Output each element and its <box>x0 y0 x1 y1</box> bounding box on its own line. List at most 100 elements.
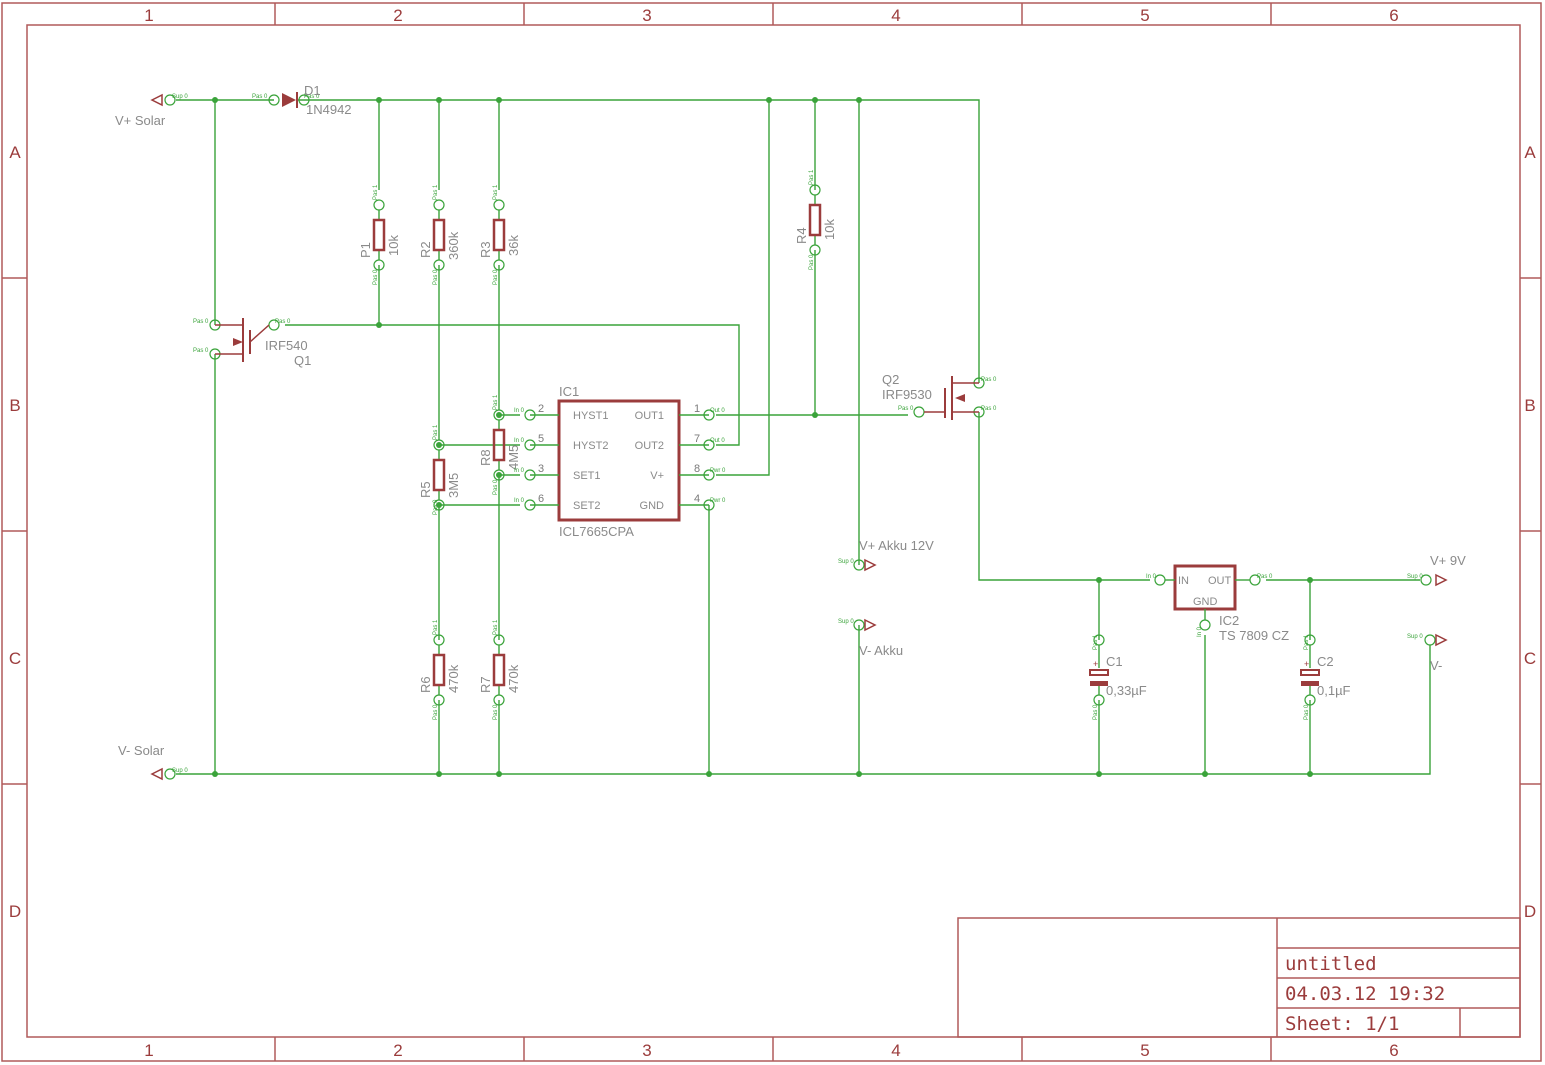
row-label-b-right: B <box>1524 396 1535 415</box>
ic1-pin-label-set1: SET1 <box>573 470 601 482</box>
supply-v-minus-akku: Sup 0 V- Akku <box>838 618 903 658</box>
net-label-v-plus-akku: V+ Akku 12V <box>859 538 934 553</box>
pin-tag: In 0 <box>1197 626 1203 637</box>
resistor-r3: R3 36k <box>478 199 521 271</box>
pin-tag: Pas 0 <box>981 377 997 383</box>
part-value-p1: 10k <box>386 235 401 256</box>
pin-tag: Pas 0 <box>193 319 209 325</box>
pin-tag: Pas 1 <box>493 394 499 410</box>
pin-tag: Pas 0 <box>898 406 914 412</box>
part-value-q1: IRF540 <box>265 338 308 353</box>
part-name-r6: R6 <box>418 676 433 693</box>
part-value-r7: 470k <box>506 664 521 693</box>
part-name-ic2: IC2 <box>1219 613 1239 628</box>
pin-tag: Pas 0 <box>1304 704 1310 720</box>
row-label-a-right: A <box>1524 143 1536 162</box>
ic1-pin-number-2: 2 <box>538 403 544 415</box>
pin-tag: Pas 0 <box>193 348 209 354</box>
pin-tag: Pwr 0 <box>710 468 726 474</box>
svg-text:+: + <box>1093 659 1098 669</box>
resistor-r8: R8 4M5 <box>478 409 521 481</box>
part-name-c1: C1 <box>1106 654 1123 669</box>
part-name-r3: R3 <box>478 241 493 258</box>
supply-v-plus-solar: Sup 0 V+ Solar <box>115 93 188 128</box>
ic1-pin-number-8: 8 <box>694 463 700 475</box>
wires <box>176 99 1431 775</box>
part-value-ic2: TS 7809 CZ <box>1219 628 1289 643</box>
pin-tag: Pas 0 <box>493 479 499 495</box>
pin-tag: Pas 0 <box>373 269 379 285</box>
part-value-c1: 0,33µF <box>1106 683 1147 698</box>
part-name-r8: R8 <box>478 449 493 466</box>
part-value-q2: IRF9530 <box>882 387 932 402</box>
ic1-icl7665: IC1 ICL7665CPA HYST1 HYST2 SET1 SET2 2 5… <box>514 384 726 539</box>
capacitor-c2: + C2 0,1µF <box>1300 634 1351 706</box>
ic1-pin-number-4: 4 <box>694 493 700 505</box>
ic2-pin-label-out: OUT <box>1208 575 1232 587</box>
ic1-pin-label-hyst1: HYST1 <box>573 410 608 422</box>
net-label-v-minus: V- <box>1430 658 1442 673</box>
part-name-r2: R2 <box>418 241 433 258</box>
ic1-pin-number-7: 7 <box>694 433 700 445</box>
column-label-5-bottom: 5 <box>1140 1041 1149 1060</box>
pin-tag: Pas 0 <box>304 94 320 100</box>
pin-tag: Pas 1 <box>433 424 439 440</box>
resistor-r2: R2 360k <box>418 199 461 271</box>
part-value-r5: 3M5 <box>446 473 461 498</box>
part-value-c2: 0,1µF <box>1317 683 1351 698</box>
diode-d1: Pas 0 Pas 0 D1 1N4942 <box>252 83 352 117</box>
pin-tag: Pas 0 <box>275 319 291 325</box>
title-block-name: untitled <box>1285 953 1377 975</box>
mosfet-q1: Pas 0 Pas 0 Pas 0 IRF540 Q1 <box>193 318 311 368</box>
column-label-2-bottom: 2 <box>393 1041 402 1060</box>
pin-tag: Pas 1 <box>809 169 815 185</box>
ic1-pin-number-1: 1 <box>694 403 700 415</box>
pin-tag: Pas 1 <box>1093 634 1099 650</box>
ic1-pin-number-5: 5 <box>538 433 544 445</box>
part-name-d1: D1 <box>304 83 321 98</box>
capacitor-c1: + C1 0,33µF <box>1089 634 1147 706</box>
part-name-q1: Q1 <box>294 353 311 368</box>
title-block-sheet: Sheet: 1/1 <box>1285 1013 1399 1035</box>
part-value-r3: 36k <box>506 235 521 256</box>
pin-tag: Sup 0 <box>1407 634 1423 640</box>
column-label-6-bottom: 6 <box>1389 1041 1398 1060</box>
pin-tag: Pas 1 <box>1304 634 1310 650</box>
net-label-v-minus-solar: V- Solar <box>118 743 165 758</box>
column-label-4-bottom: 4 <box>891 1041 900 1060</box>
pin-tag: Sup 0 <box>1407 574 1423 580</box>
part-value-r8: 4M5 <box>506 445 521 470</box>
pin-tag: Out 0 <box>710 438 725 444</box>
pin-tag: Pas 0 <box>252 94 268 100</box>
column-label-3-bottom: 3 <box>642 1041 651 1060</box>
pin-tag: Pas 1 <box>493 184 499 200</box>
ic1-pin-number-6: 6 <box>538 493 544 505</box>
part-name-c2: C2 <box>1317 654 1334 669</box>
row-label-a-left: A <box>9 143 21 162</box>
pin-tag: Pas 0 <box>809 254 815 270</box>
mosfet-q2: Pas 0 Pas 0 Pas 0 Q2 IRF9530 <box>882 372 997 420</box>
part-value-d1: 1N4942 <box>306 102 352 117</box>
column-label-6-top: 6 <box>1389 6 1398 25</box>
part-name-r7: R7 <box>478 676 493 693</box>
resistor-r7: R7 470k <box>478 634 521 706</box>
ic1-pin-label-vplus: V+ <box>650 470 664 482</box>
pin-tag: Pas 0 <box>493 269 499 285</box>
row-label-c-left: C <box>9 649 21 668</box>
part-value-r2: 360k <box>446 231 461 260</box>
part-name-q2: Q2 <box>882 372 899 387</box>
ic2-pin-label-in: IN <box>1178 575 1189 587</box>
ic2-pin-label-gnd: GND <box>1193 596 1218 608</box>
part-name-p1: P1 <box>358 242 373 258</box>
supply-v-plus-9v: Sup 0 V+ 9V <box>1407 553 1466 587</box>
pin-tag: Pwr 0 <box>710 498 726 504</box>
pin-tag: Pas 0 <box>1093 704 1099 720</box>
part-value-ic1: ICL7665CPA <box>559 524 634 539</box>
pin-tag: Pas 1 <box>373 184 379 200</box>
supply-v-minus: Sup 0 V- <box>1407 633 1448 673</box>
resistor-r5: R5 3M5 <box>418 439 461 511</box>
resistor-pin-tags: Pas 1 Pas 0 Pas 1 Pas 0 Pas 1 Pas 0 Pas … <box>373 169 1310 720</box>
part-name-r4: R4 <box>794 227 809 244</box>
